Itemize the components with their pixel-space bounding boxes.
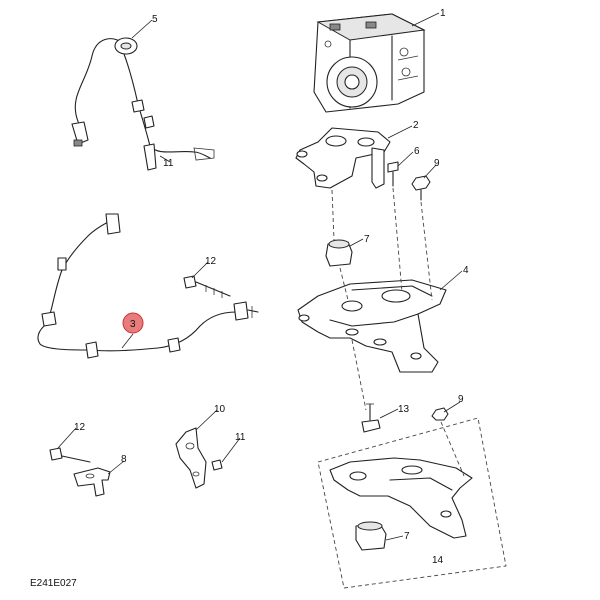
bolt-6[interactable] — [387, 161, 399, 187]
callout-9-lower: 9 — [458, 394, 464, 405]
highlight-marker — [122, 312, 144, 334]
rear-wheel-speed-sensor[interactable] — [37, 213, 259, 359]
nut-9-lower[interactable] — [431, 407, 449, 421]
callout-1: 1 — [440, 8, 446, 19]
callout-11-upper: 11 — [163, 158, 174, 169]
stud-13[interactable] — [361, 403, 381, 433]
callout-12-upper: 12 — [205, 256, 217, 267]
front-wheel-speed-sensor[interactable] — [71, 37, 215, 171]
callout-7-upper: 7 — [364, 234, 370, 245]
harness-bracket-10[interactable] — [175, 427, 207, 489]
callout-13: 13 — [398, 404, 410, 415]
callout-7-lower: 7 — [404, 531, 410, 542]
grommet-upper[interactable] — [325, 239, 353, 267]
callout-14: 14 — [432, 555, 444, 566]
upper-bracket[interactable] — [295, 127, 391, 189]
callout-9-upper: 9 — [434, 158, 440, 169]
callout-2: 2 — [413, 120, 419, 131]
diagram-code: E241E027 — [30, 578, 77, 589]
callout-3: 3 — [130, 319, 136, 330]
callout-4: 4 — [463, 265, 469, 276]
callout-12-lower: 12 — [74, 422, 86, 433]
callout-11-lower: 11 — [235, 432, 246, 443]
bolt-12-upper[interactable] — [183, 275, 231, 298]
bracket-assembly-box[interactable] — [317, 417, 507, 589]
nut-9-upper[interactable] — [411, 175, 431, 201]
abs-modulator-unit[interactable] — [313, 13, 426, 113]
callout-8: 8 — [121, 454, 127, 465]
bolt-12-lower[interactable] — [49, 447, 91, 463]
callout-6: 6 — [414, 146, 420, 157]
sensor-bracket-8[interactable] — [73, 467, 111, 497]
main-bracket[interactable] — [297, 279, 447, 373]
clip-11-lower[interactable] — [211, 459, 223, 471]
callout-5: 5 — [152, 14, 158, 25]
callout-10: 10 — [214, 404, 226, 415]
